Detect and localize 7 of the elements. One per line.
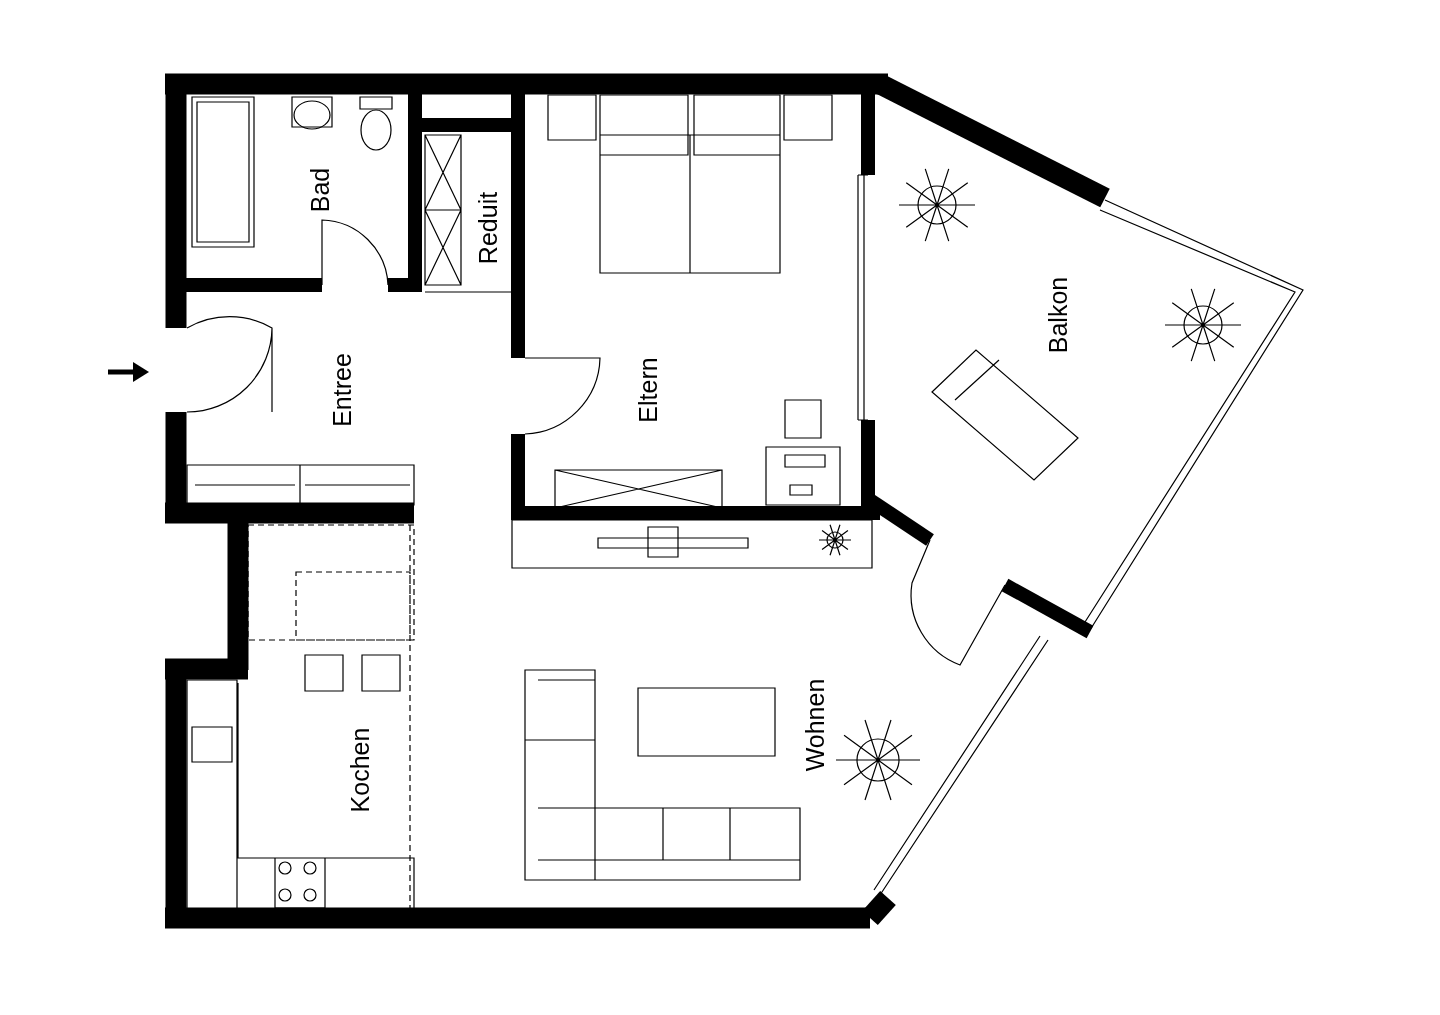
room-label: Bad (307, 167, 333, 213)
room-label: Entree (329, 353, 355, 427)
room-label: Reduit (475, 191, 501, 265)
room-label: Eltern (635, 357, 661, 423)
room-label: Kochen (347, 727, 373, 813)
room-label: Balkon (1045, 276, 1071, 354)
room-label: Wohnen (802, 678, 828, 772)
